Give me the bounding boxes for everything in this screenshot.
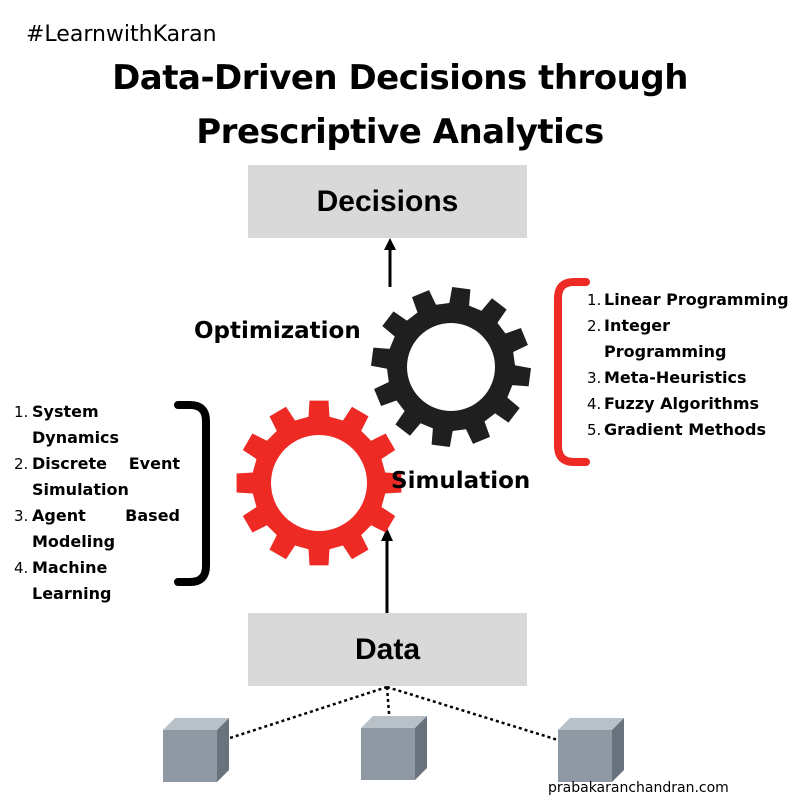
- list-text: Linear Programming: [604, 290, 789, 309]
- cube-side-face: [612, 718, 624, 782]
- list-number: 4.: [587, 395, 602, 413]
- title-line-1: Data-Driven Decisions through: [112, 58, 688, 98]
- cube-top-face: [558, 718, 624, 730]
- data-label: Data: [354, 632, 421, 666]
- list-item: 4. Fuzzy Algorithms: [587, 391, 800, 417]
- list-number: 2.: [587, 317, 602, 335]
- cube-top-face: [163, 718, 229, 730]
- gear-icon: [236, 400, 402, 566]
- bracket-simulation: [174, 401, 210, 586]
- list-text: Meta-Heuristics: [604, 368, 747, 387]
- cube-front-face: [558, 730, 612, 782]
- simulation-methods-list: 1. System Dynamics 2. Discrete Event Sim…: [14, 399, 180, 607]
- list-number: 2.: [14, 455, 29, 473]
- list-item: 4. Machine Learning: [14, 555, 180, 607]
- cube-icon: [361, 716, 427, 780]
- list-number: 3.: [14, 507, 29, 525]
- simulation-label: Simulation: [391, 468, 531, 494]
- list-item: 1. System Dynamics: [14, 399, 180, 451]
- cube-top-face: [361, 716, 427, 728]
- list-number: 4.: [14, 559, 29, 577]
- list-text: Simulation: [32, 480, 129, 499]
- list-item: 2. Discrete Event Simulation: [14, 451, 180, 503]
- cube-front-face: [163, 730, 217, 782]
- gear-icon: [371, 287, 531, 447]
- arrow-up-icon: [384, 238, 396, 287]
- list-number: 1.: [14, 403, 29, 421]
- list-item: 3. Meta-Heuristics: [587, 365, 800, 391]
- cube-side-face: [217, 718, 229, 782]
- footer-url: prabakaranchandran.com: [548, 780, 729, 796]
- list-item: 1. Linear Programming: [587, 287, 800, 313]
- hashtag: #LearnwithKaran: [26, 22, 217, 47]
- optimization-label: Optimization: [194, 318, 361, 344]
- list-item: 2. Integer Programming: [587, 313, 754, 365]
- title-line-2: Prescriptive Analytics: [196, 112, 604, 152]
- list-item: 3. Agent Based Modeling: [14, 503, 180, 555]
- list-text: Fuzzy Algorithms: [604, 394, 760, 413]
- decisions-box: Decisions: [248, 165, 527, 238]
- bracket-optimization: [554, 278, 590, 466]
- list-text: Agent Based: [32, 506, 180, 525]
- cube-side-face: [415, 716, 427, 780]
- data-box: Data: [248, 613, 527, 686]
- list-text: Learning: [32, 584, 112, 603]
- list-text: Dynamics: [32, 428, 120, 447]
- list-text: Gradient Methods: [604, 420, 766, 439]
- list-text: Machine: [32, 558, 108, 577]
- list-text: Modeling: [32, 532, 116, 551]
- cube-icon: [558, 718, 624, 782]
- arrow-up-icon: [381, 528, 393, 613]
- gear-shape: [236, 400, 402, 566]
- list-number: 1.: [587, 291, 602, 309]
- list-number: 5.: [587, 421, 602, 439]
- list-item: 5. Gradient Methods: [587, 417, 800, 443]
- decisions-label: Decisions: [316, 184, 459, 218]
- list-text: Discrete Event: [32, 454, 180, 473]
- optimization-methods-list: 1. Linear Programming 2. Integer Program…: [587, 287, 800, 443]
- gear-shape: [371, 287, 531, 447]
- list-text: System: [32, 402, 99, 421]
- cube-front-face: [361, 728, 415, 780]
- cube-icon: [163, 718, 229, 782]
- list-text: Integer Programming: [604, 316, 727, 361]
- list-number: 3.: [587, 369, 602, 387]
